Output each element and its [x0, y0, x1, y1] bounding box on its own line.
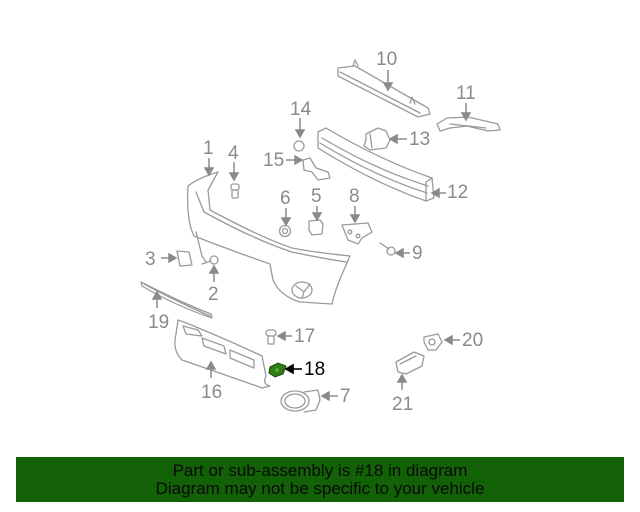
callout-17[interactable]: 17	[294, 326, 316, 347]
part-5-retainer	[308, 219, 324, 236]
callout-10[interactable]: 10	[376, 49, 398, 70]
callout-6[interactable]: 6	[280, 188, 291, 209]
callout-15[interactable]: 15	[263, 150, 285, 171]
callout-9[interactable]: 9	[412, 243, 423, 264]
part-4-clip	[230, 183, 240, 199]
callout-4[interactable]: 4	[228, 143, 239, 164]
callout-3[interactable]: 3	[145, 249, 156, 270]
part-9-bolt	[379, 242, 396, 256]
part-2-bolt	[201, 255, 219, 265]
part-6-grommet	[278, 224, 292, 238]
callout-13[interactable]: 13	[409, 129, 431, 150]
callout-8[interactable]: 8	[349, 186, 360, 207]
part-3-plug	[176, 250, 193, 267]
part-15-bracket	[302, 157, 331, 181]
banner-disclaimer: Diagram may not be specific to your vehi…	[155, 478, 485, 498]
part-18-highlighted	[268, 362, 287, 378]
callout-2[interactable]: 2	[208, 284, 219, 305]
callout-19[interactable]: 19	[148, 312, 170, 333]
part-10-reinforcement	[337, 59, 431, 118]
part-7-fog-lamp	[280, 389, 321, 413]
part-16-lower-grille	[174, 319, 271, 389]
callout-16[interactable]: 16	[201, 382, 223, 403]
banner-part-reference: Part or sub-assembly is #18 in diagram	[172, 460, 468, 480]
callout-1[interactable]: 1	[203, 138, 214, 159]
callout-11[interactable]: 11	[456, 83, 476, 104]
callout-12[interactable]: 12	[447, 182, 469, 203]
callout-20[interactable]: 20	[462, 330, 484, 351]
callout-5[interactable]: 5	[311, 186, 322, 207]
diagram-drawing	[140, 59, 501, 413]
callout-21[interactable]: 21	[392, 394, 414, 415]
part-12-beam	[317, 127, 435, 202]
callout-7[interactable]: 7	[340, 386, 351, 407]
part-17-clip	[265, 329, 277, 345]
part-1-bumper-cover	[186, 171, 351, 305]
callout-14[interactable]: 14	[290, 99, 312, 120]
part-11-bracket	[436, 116, 501, 132]
callout-18[interactable]: 18	[304, 359, 326, 380]
part-13-bracket	[363, 127, 391, 151]
part-8-bracket	[341, 222, 373, 245]
part-21-clip	[395, 351, 425, 375]
parts-diagram: 10 11 13 14 15 12 1 4 6 5 8 9 3 2 19 17 …	[140, 49, 501, 415]
info-banner: Part or sub-assembly is #18 in diagram D…	[16, 457, 624, 502]
part-14-nut	[293, 140, 305, 152]
part-20-clip	[423, 333, 443, 351]
